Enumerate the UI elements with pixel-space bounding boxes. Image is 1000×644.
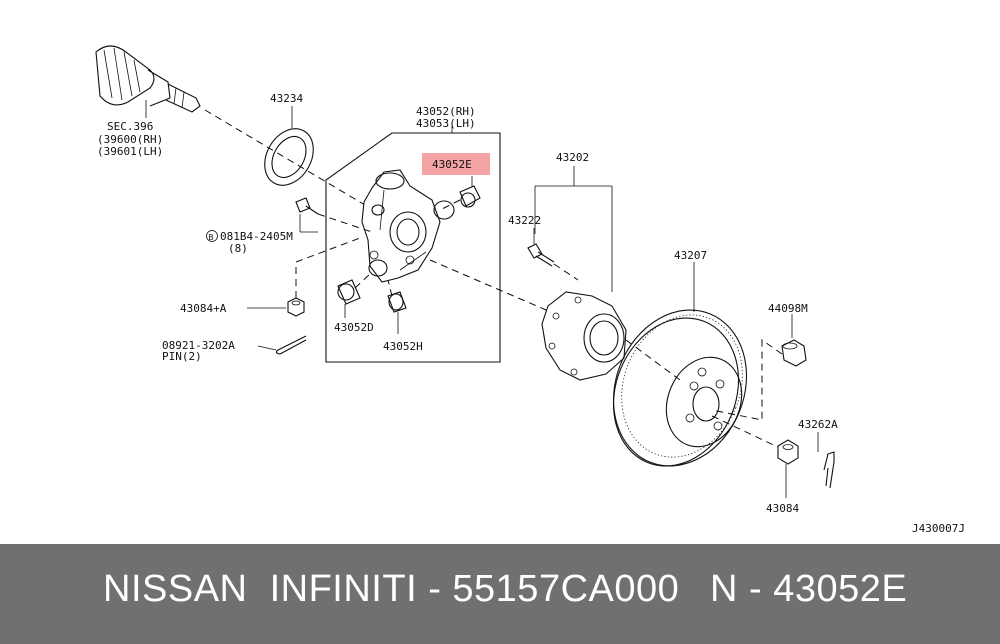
- footer-brand-text: NISSAN INFINITI - 55157CA000: [103, 568, 680, 610]
- pin-08921: [257, 335, 307, 355]
- label-43202: 43202: [556, 151, 589, 164]
- label-43084a: 43084+A: [180, 302, 227, 315]
- cotter-pin-43262a: [817, 432, 835, 489]
- label-43053lh: 43053(LH): [416, 117, 476, 130]
- label-081b4-qty: (8): [228, 242, 248, 255]
- hub-bearing-43202: [541, 291, 627, 381]
- drive-shaft: [95, 45, 201, 118]
- knuckle-group-box: [325, 132, 501, 363]
- seal-43234: [264, 106, 314, 186]
- knuckle: [361, 169, 455, 283]
- label-reference-code: J430007J: [912, 522, 965, 535]
- label-sec396-rh: (39600(RH): [97, 133, 163, 146]
- label-43052d: 43052D: [334, 321, 374, 334]
- label-43052e: 43052E: [432, 158, 472, 171]
- bushing-43052e: [439, 185, 481, 211]
- bolt-081b4: [295, 197, 373, 233]
- label-pin: PIN(2): [162, 350, 202, 363]
- highlight-43052e: [422, 153, 490, 175]
- parts-diagram: SEC.396 (39600(RH) (39601(LH) 43234 4305…: [95, 45, 965, 535]
- label-44098m: 44098M: [768, 302, 808, 315]
- nut-43084a: [247, 237, 361, 317]
- label-08921: 08921-3202A: [162, 339, 235, 352]
- bushing-43052h: [387, 279, 407, 334]
- bolt-mark-circle: [206, 230, 218, 242]
- label-43234: 43234: [270, 92, 303, 105]
- label-081b4: 081B4-2405M: [220, 230, 293, 243]
- bushing-43052d: [337, 271, 373, 318]
- footer-bar: NISSAN INFINITI - 55157CA000 N - 43052E: [0, 544, 1000, 644]
- brake-rotor-43207: [612, 262, 748, 467]
- label-43222: 43222: [508, 214, 541, 227]
- label-43262a: 43262A: [798, 418, 838, 431]
- label-sec396-lh: (39601(LH): [97, 145, 163, 158]
- footer-part-number: N - 43052E: [710, 568, 908, 610]
- label-bolt-mark: B: [209, 233, 214, 242]
- hub-bolt-43222: [527, 228, 579, 281]
- label-43052h: 43052H: [383, 340, 423, 353]
- nut-43084: [777, 439, 799, 498]
- label-sec396: SEC.396: [107, 120, 153, 133]
- label-43207: 43207: [674, 249, 707, 262]
- label-43084: 43084: [766, 502, 799, 515]
- label-43052rh: 43052(RH): [416, 105, 476, 118]
- cap-44098m: [711, 314, 807, 421]
